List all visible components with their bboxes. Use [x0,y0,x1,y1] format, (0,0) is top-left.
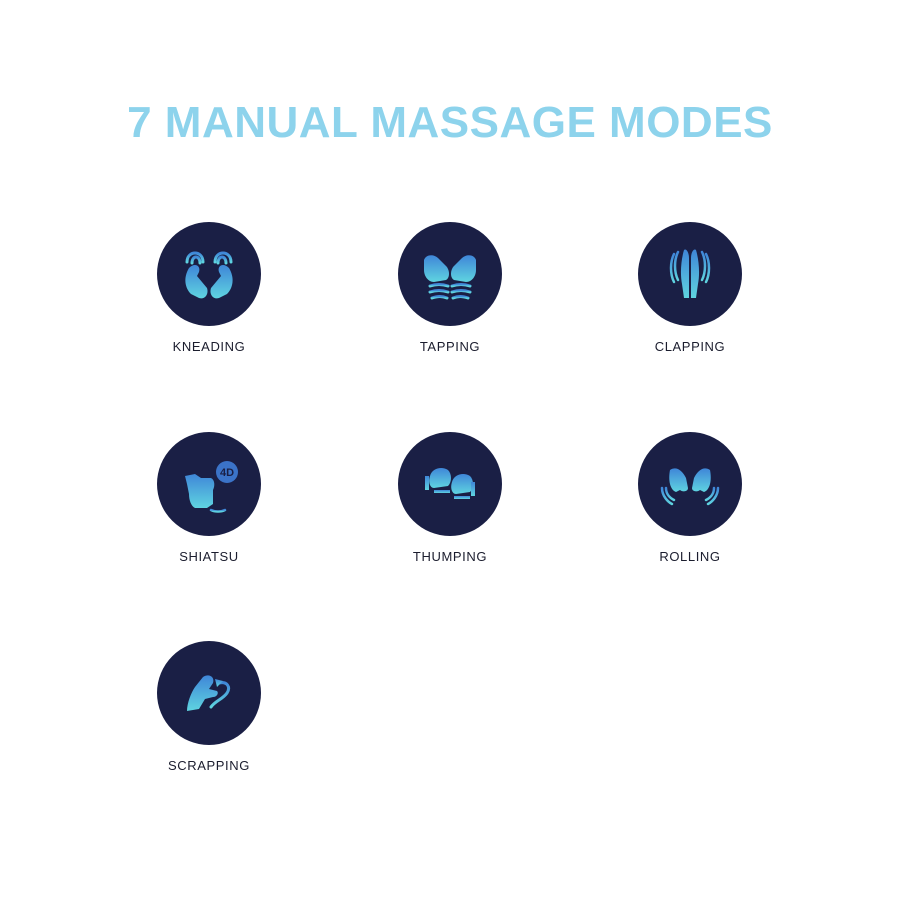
mode-label: SCRAPPING [168,758,250,773]
mode-label: KNEADING [172,339,246,354]
mode-shiatsu: 4D SHIATSU [139,432,279,564]
clapping-hands-icon [669,249,711,298]
tapping-icon-circle [398,222,502,326]
shiatsu-4d-badge: 4D [220,467,234,479]
kneading-hands-icon [185,251,233,299]
tapping-hands-icon [424,255,476,300]
thumping-icon-circle [398,432,502,536]
mode-label: CLAPPING [654,339,726,354]
scrapping-icon-circle [157,641,261,745]
mode-label: SHIATSU [179,549,239,564]
kneading-icon-circle [157,222,261,326]
mode-thumping: THUMPING [380,432,520,564]
rolling-hands-icon [660,468,720,506]
page-title: 7 MANUAL MASSAGE MODES [127,98,773,147]
mode-rolling: ROLLING [620,432,760,564]
rolling-icon-circle [638,432,742,536]
mode-label: THUMPING [412,549,488,564]
mode-tapping: TAPPING [380,222,520,354]
shiatsu-4d-hand-icon: 4D [185,461,238,513]
mode-kneading: KNEADING [139,222,279,354]
mode-label: ROLLING [659,549,721,564]
thumping-fists-icon [425,468,475,499]
mode-label: TAPPING [419,339,481,354]
mode-scrapping: SCRAPPING [139,641,279,773]
mode-clapping: CLAPPING [620,222,760,354]
clapping-icon-circle [638,222,742,326]
scrapping-hand-icon [187,675,231,711]
shiatsu-icon-circle: 4D [157,432,261,536]
